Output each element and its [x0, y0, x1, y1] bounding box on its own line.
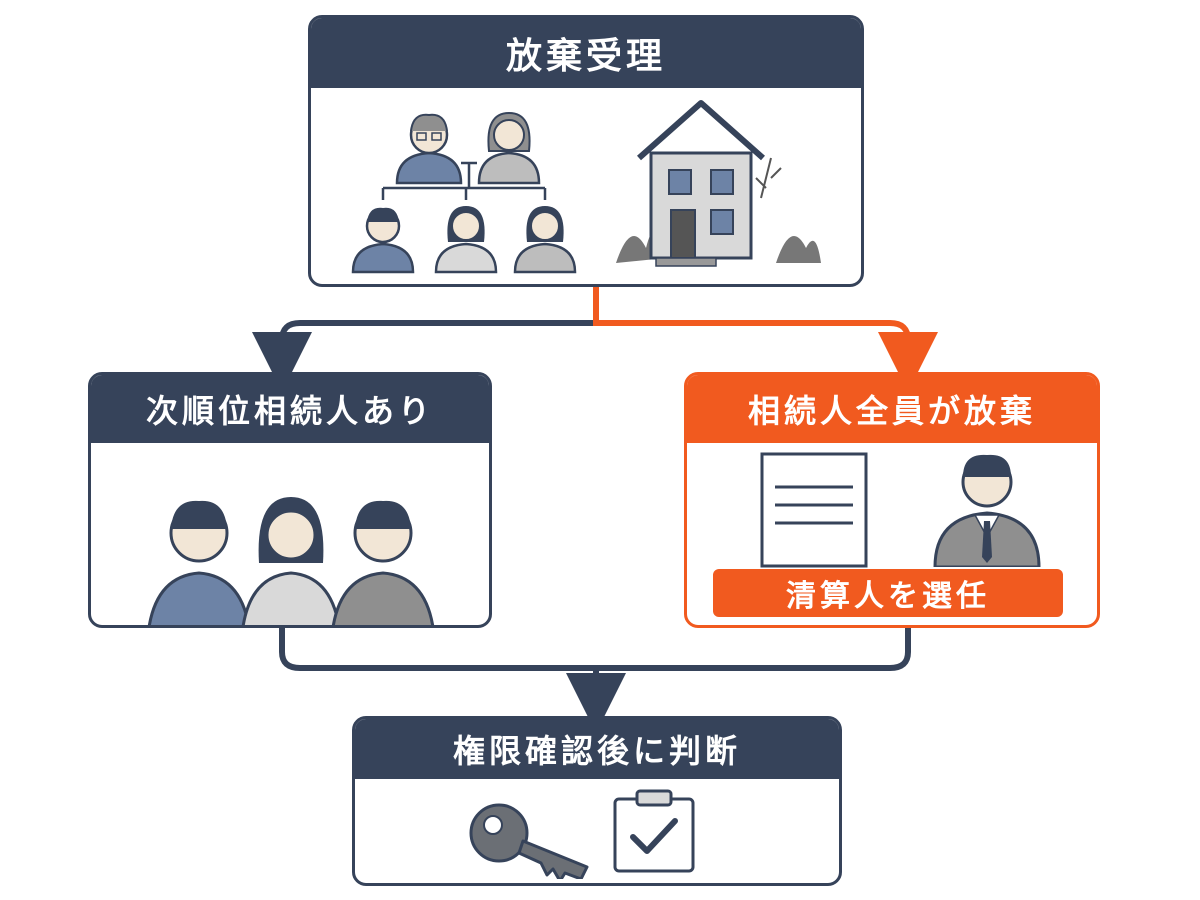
all-heirs-renounce-title: 相続人全員が放棄 [687, 375, 1097, 443]
arrow-to-next-heirs [252, 320, 596, 392]
judge-after-authority-box: 権限確認後に判断 [352, 716, 842, 886]
document-icon [760, 452, 868, 568]
next-heirs-exist-title: 次順位相続人あり [91, 375, 489, 443]
next-heirs-exist-box: 次順位相続人あり [88, 372, 492, 628]
all-heirs-renounce-box: 相続人全員が放棄 清算人を選任 [684, 372, 1100, 628]
family-tree-icon [351, 111, 577, 274]
lawyer-icon [933, 454, 1041, 567]
renunciation-accepted-box: 放棄受理 [308, 15, 864, 287]
key-icon [469, 803, 589, 879]
select-administrator-badge: 清算人を選任 [713, 569, 1063, 617]
renunciation-accepted-title: 放棄受理 [311, 18, 861, 88]
judge-after-authority-title: 権限確認後に判断 [355, 719, 839, 779]
arrow-merge-to-judgement [279, 628, 911, 671]
arrow-to-all-renounce [593, 285, 938, 392]
clipboard-check-icon [613, 789, 695, 873]
people-group-icon [147, 497, 435, 625]
house-icon [616, 100, 821, 267]
